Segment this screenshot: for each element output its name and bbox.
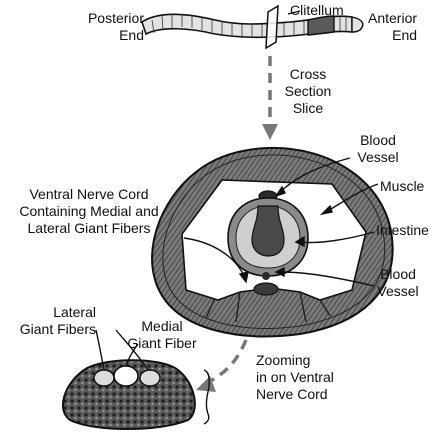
zooming-line-1: Zooming	[256, 352, 311, 368]
ventral-nerve-cord	[253, 282, 279, 296]
cross-section-slice-line-2: Section	[284, 83, 332, 99]
cross-section-slice-line-3: Slice	[292, 100, 324, 116]
blood-vessel-top-line-1: Blood	[360, 132, 396, 148]
clitellum-pointer	[287, 10, 301, 15]
cross-section-slice-line-1: Cross	[289, 66, 327, 82]
lateral-giant-fibers-line-2: Giant Fibers	[19, 321, 96, 337]
zoom-bracket	[203, 369, 210, 425]
giant-fiber-pointers	[95, 329, 149, 371]
zooming-label: Zooming in on Ventral Nerve Cord	[256, 352, 334, 403]
blood-vessel-bottom-line-1: Blood	[380, 266, 416, 282]
lateral-giant-fiber-right	[139, 369, 161, 387]
cross-section-arrow	[262, 56, 278, 140]
anterior-end-label: Anterior End	[368, 10, 417, 44]
muscle-label: Muscle	[380, 178, 424, 195]
medial-giant-fiber	[113, 365, 139, 387]
posterior-end-line-1: Posterior	[87, 10, 144, 26]
cross-section-pointers	[183, 157, 379, 287]
intestine-text: Intestine	[376, 222, 429, 238]
clitellum-label: Clitellum	[290, 2, 344, 19]
lateral-giant-fiber-left	[93, 369, 115, 387]
slice-plane	[265, 4, 279, 50]
ventral-blood-vessel	[262, 272, 270, 280]
muscle-text: Muscle	[380, 178, 425, 194]
lateral-giant-fibers-label: Lateral Giant Fibers	[2, 304, 96, 338]
ventral-nerve-cord-line-1: Ventral Nerve Cord	[29, 186, 149, 202]
ventral-nerve-cord-line-2: Containing Medial and	[19, 203, 159, 219]
ventral-nerve-cord-label: Ventral Nerve Cord Containing Medial and…	[6, 186, 172, 237]
medial-giant-fiber-line-2: Giant Fiber	[127, 335, 197, 351]
zooming-line-3: Nerve Cord	[256, 386, 328, 402]
nerve-cord-zoom	[61, 359, 196, 430]
anterior-end-line-2: End	[392, 27, 418, 43]
blood-vessel-top-line-2: Vessel	[357, 149, 399, 165]
blood-vessel-bottom-label: Blood Vessel	[370, 266, 426, 300]
ventral-nerve-cord-line-3: Lateral Giant Fibers	[27, 220, 151, 236]
posterior-end-label: Posterior End	[66, 10, 144, 44]
medial-giant-fiber-label: Medial Giant Fiber	[120, 318, 204, 352]
blood-vessel-top-label: Blood Vessel	[350, 132, 406, 166]
zooming-line-2: in on Ventral	[256, 369, 334, 385]
lateral-giant-fibers-line-1: Lateral	[53, 304, 96, 320]
clitellum-text: Clitellum	[290, 2, 344, 18]
cross-section	[151, 146, 394, 338]
anterior-end-line-1: Anterior	[368, 10, 418, 26]
medial-giant-fiber-line-1: Medial	[141, 318, 183, 334]
earthworm-body	[141, 13, 364, 39]
cross-section-slice-label: Cross Section Slice	[276, 66, 340, 117]
posterior-end-line-2: End	[119, 27, 144, 43]
intestine-label: Intestine	[376, 222, 429, 239]
blood-vessel-bottom-line-2: Vessel	[377, 283, 419, 299]
